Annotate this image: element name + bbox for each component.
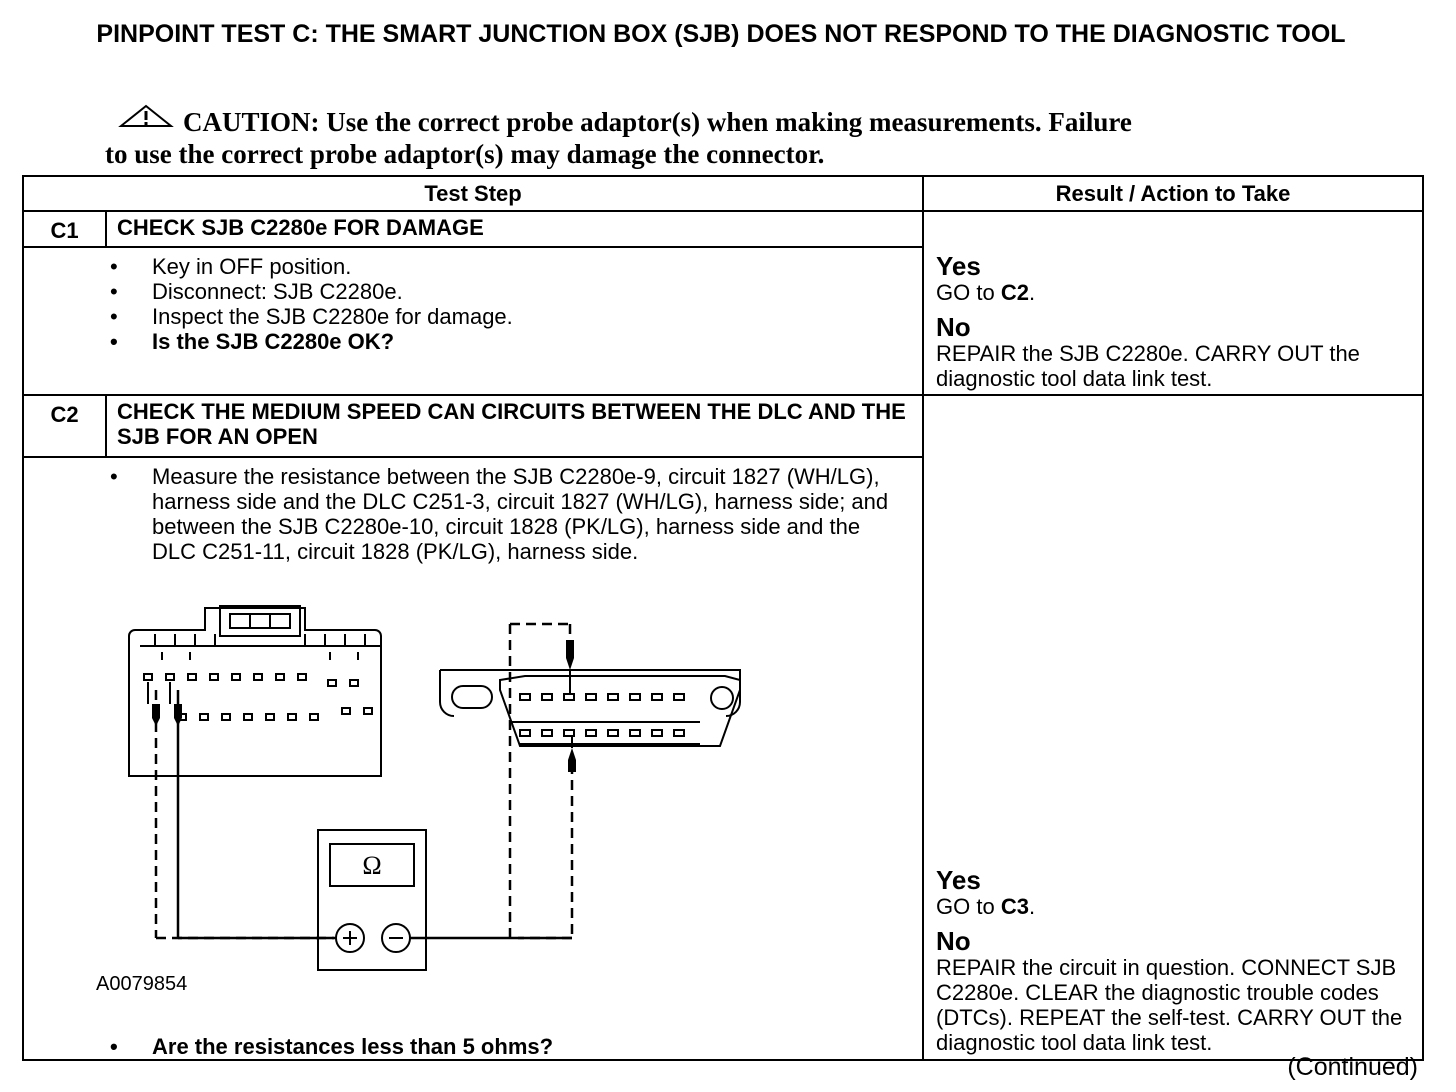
- table-header-row: Test Step Result / Action to Take: [21, 175, 1425, 212]
- continued-label: (Continued): [1287, 1053, 1418, 1081]
- step-c2-body-row: Measure the resistance between the SJB C…: [22, 456, 1423, 1061]
- sjb-pin-row-2: [177, 707, 373, 721]
- connector-measurement-diagram: Ω A0079854: [80, 594, 880, 1034]
- c1-bullet-3: Inspect the SJB C2280e for damage.: [106, 304, 912, 329]
- c1-bullet-2: Disconnect: SJB C2280e.: [106, 279, 912, 304]
- figure-id: A0079854: [96, 973, 188, 995]
- c2-bullet-1: Measure the resistance between the SJB C…: [106, 464, 912, 564]
- sjb-pin-row-1: [143, 673, 359, 687]
- dlc-connector-outline: [439, 669, 741, 717]
- c2-no-label: No: [936, 926, 971, 956]
- caution-line-2: to use the correct probe adaptor(s) may …: [105, 139, 825, 169]
- c1-no-label: No: [936, 312, 971, 342]
- sjb-connector-outline: [128, 607, 382, 777]
- dlc-pin-row-2: [519, 729, 685, 737]
- c1-bullet-1: Key in OFF position.: [106, 254, 912, 279]
- c2-no-action: REPAIR the circuit in question. CONNECT …: [936, 955, 1403, 1055]
- dlc-pin-row-1: [519, 693, 685, 701]
- wiring-diagram-svg: Ω: [128, 605, 741, 971]
- probe-tips: [152, 640, 576, 772]
- step-c1-body-row: Key in OFF position. Disconnect: SJB C22…: [22, 246, 1423, 396]
- multimeter-body: [317, 829, 427, 971]
- step-c2-heading-row: C2 CHECK THE MEDIUM SPEED CAN CIRCUITS B…: [22, 394, 1425, 1061]
- c1-yes-action: GO to C2.: [936, 280, 1036, 305]
- ohm-symbol: Ω: [362, 851, 381, 880]
- pinpoint-test-table: Test Step Result / Action to Take C1 CHE…: [21, 175, 1425, 1061]
- c2-yes-action: GO to C3.: [936, 894, 1036, 919]
- c2-yes-label: Yes: [936, 865, 981, 895]
- step-id-c2: C2: [22, 394, 107, 458]
- page-title: PINPOINT TEST C: THE SMART JUNCTION BOX …: [96, 20, 1346, 48]
- step-id-c1: C1: [22, 210, 107, 248]
- c2-question: Are the resistances less than 5 ohms?: [106, 1034, 912, 1059]
- step-c1-heading: CHECK SJB C2280e FOR DAMAGE: [104, 210, 925, 248]
- c1-yes-label: Yes: [936, 251, 981, 281]
- step-c2-result: Yes GO to C3. No REPAIR the circuit in q…: [922, 394, 1425, 1061]
- warning-triangle-icon: [118, 104, 174, 127]
- step-c1-result: Yes GO to C2. No REPAIR the SJB C2280e. …: [922, 210, 1425, 396]
- c1-question: Is the SJB C2280e OK?: [106, 329, 912, 354]
- column-header-result: Result / Action to Take: [922, 175, 1425, 212]
- step-c2-body: Measure the resistance between the SJB C…: [96, 456, 925, 1061]
- caution-note: CAUTION: Use the correct probe adaptor(s…: [105, 104, 1365, 170]
- multimeter-display: [329, 843, 415, 887]
- step-c1-body: Key in OFF position. Disconnect: SJB C22…: [106, 246, 925, 396]
- step-c2-heading: CHECK THE MEDIUM SPEED CAN CIRCUITS BETW…: [104, 394, 925, 458]
- caution-line-1: CAUTION: Use the correct probe adaptor(s…: [183, 107, 1132, 137]
- sjb-latch: [219, 605, 301, 637]
- column-header-test-step: Test Step: [21, 175, 925, 212]
- step-c1-heading-row: C1 CHECK SJB C2280e FOR DAMAGE Yes GO to…: [22, 210, 1425, 396]
- c1-no-action: REPAIR the SJB C2280e. CARRY OUT the dia…: [936, 341, 1360, 391]
